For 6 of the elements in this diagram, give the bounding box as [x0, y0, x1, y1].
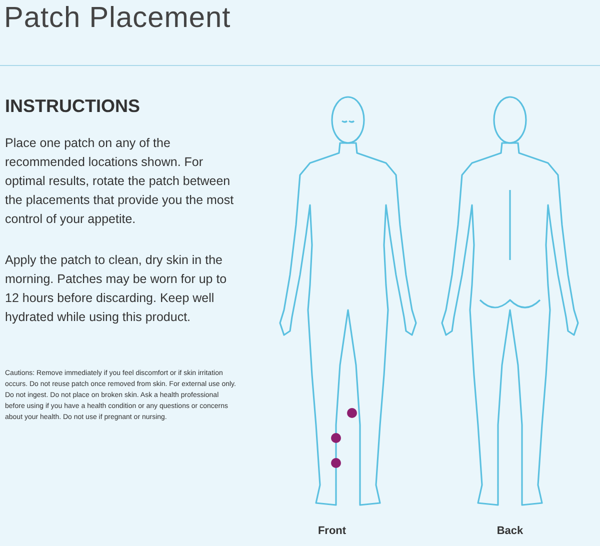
section-heading: INSTRUCTIONS [5, 96, 140, 117]
instruction-paragraph: Place one patch on any of the recommended locations shown. For optimal results, rotate the patch between the placements that provide you the most control of your appetite. [5, 135, 235, 228]
instruction-paragraph: Apply the patch to clean, dry skin in the morning. Patches may be worn for up to 12 hours before discarding. Keep well hydrated while using this product. [5, 252, 228, 326]
page-title: Patch Placement [4, 2, 231, 35]
figure-label: Front [316, 525, 348, 537]
figure-label: Back [496, 525, 524, 537]
